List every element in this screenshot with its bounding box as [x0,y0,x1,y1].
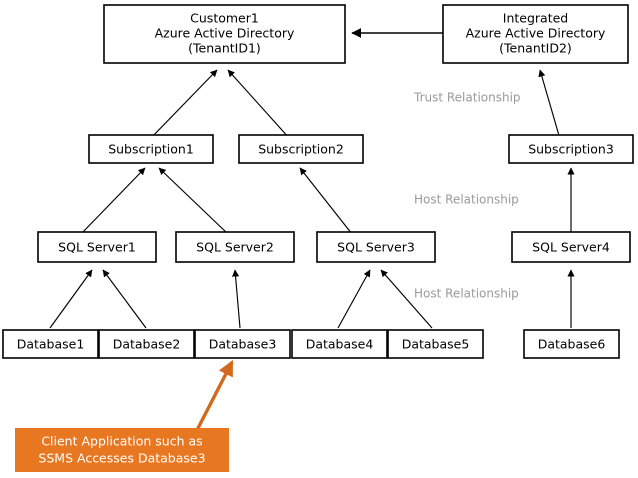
edge-subscription1-to-customer [149,69,218,140]
customer-aad-line2: Azure Active Directory [155,26,295,41]
edge-subscription2-to-customer [227,69,291,140]
node-subscription2[interactable]: Subscription2 [238,134,364,164]
database3-label: Database3 [209,337,277,352]
integrated-aad-line2: Azure Active Directory [466,26,606,41]
sql-server3-label: SQL Server3 [337,240,415,255]
node-sql-server2[interactable]: SQL Server2 [175,231,295,263]
node-database4[interactable]: Database4 [291,329,388,359]
edge-database1-to-sqlserver1 [49,269,93,329]
node-sql-server1[interactable]: SQL Server1 [37,231,157,263]
label-host-relationship-upper: Host Relationship [414,193,519,207]
database2-label: Database2 [113,337,181,352]
customer-aad-line3: (TenantID1) [188,41,261,56]
node-database5[interactable]: Database5 [387,329,484,359]
sql-server2-label: SQL Server2 [196,240,274,255]
callout-arrow [192,360,234,437]
node-sql-server4[interactable]: SQL Server4 [511,231,631,263]
database5-label: Database5 [402,337,470,352]
edge-sqlserver3-to-subscription2 [299,167,353,235]
database6-label: Database6 [538,337,606,352]
sql-server1-label: SQL Server1 [58,240,136,255]
node-subscription3[interactable]: Subscription3 [508,134,634,164]
subscription3-label: Subscription3 [528,142,614,157]
customer-aad-line1: Customer1 [190,11,259,26]
node-customer-aad[interactable]: Customer1 Azure Active Directory (Tenant… [103,4,346,64]
edge-sqlserver2-to-subscription1 [158,167,229,235]
database4-label: Database4 [306,337,374,352]
database1-label: Database1 [17,337,85,352]
subscription1-label: Subscription1 [108,142,194,157]
edge-database5-to-sqlserver3 [380,269,433,329]
node-integrated-aad[interactable]: Integrated Azure Active Directory (Tenan… [442,4,629,64]
subscription2-label: Subscription2 [258,142,344,157]
sql-server4-label: SQL Server4 [532,240,610,255]
callout-line1: Client Application such as [41,434,202,449]
integrated-aad-line3: (TenantID2) [499,41,572,56]
integrated-aad-line1: Integrated [503,11,568,26]
node-sql-server3[interactable]: SQL Server3 [316,231,436,263]
node-database6[interactable]: Database6 [523,329,620,359]
node-database2[interactable]: Database2 [98,329,195,359]
edge-sqlserver1-to-subscription1 [80,167,146,235]
edge-database3-to-sqlserver2 [232,269,241,329]
node-database3[interactable]: Database3 [194,329,291,359]
edge-database4-to-sqlserver3 [337,269,371,329]
callout-line2: SSMS Accesses Database3 [38,451,205,466]
node-subscription1[interactable]: Subscription1 [88,134,214,164]
node-database1[interactable]: Database1 [2,329,99,359]
edge-database2-to-sqlserver1 [102,269,147,329]
callout-client-application[interactable]: Client Application such as SSMS Accesses… [15,428,229,472]
label-host-relationship-lower: Host Relationship [414,287,519,301]
label-trust-relationship: Trust Relationship [413,91,521,105]
edge-subscription3-to-integrated [538,69,561,140]
